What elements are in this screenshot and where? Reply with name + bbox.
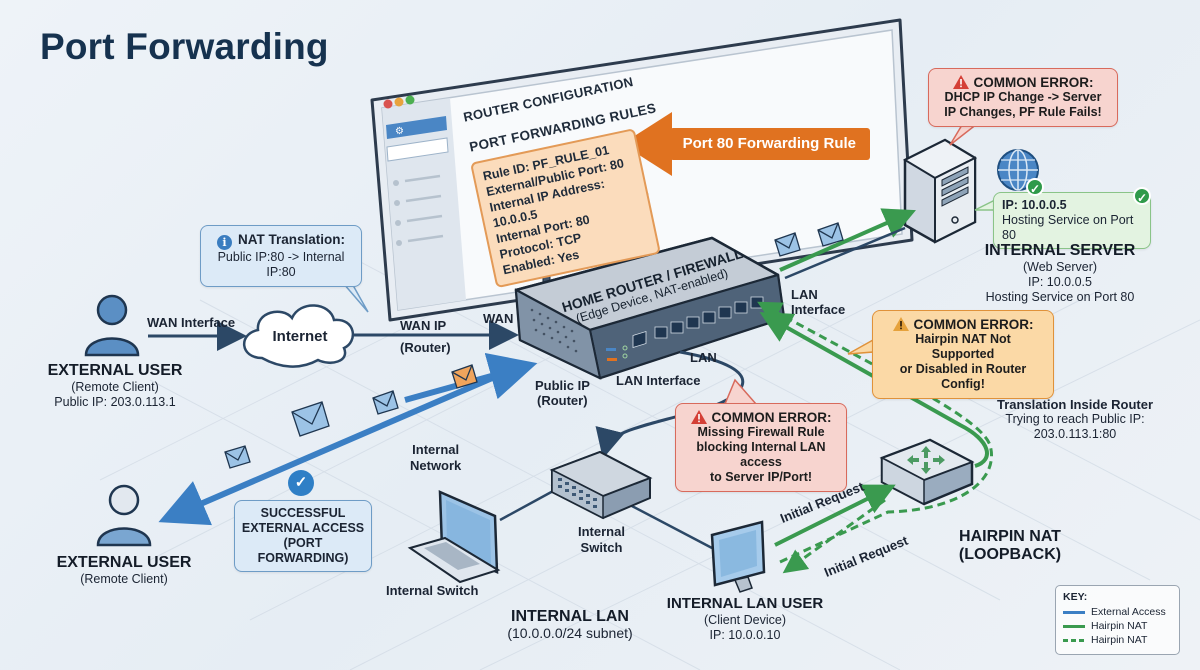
lan-interface-label: LAN Interface: [616, 373, 701, 388]
successful-access-callout: SUCCESSFUL EXTERNAL ACCESS (PORT FORWARD…: [234, 500, 372, 572]
lan-user-label: INTERNAL LAN USER (Client Device) IP: 10…: [666, 595, 824, 642]
initial-request-return-arrow: [782, 498, 886, 574]
info-icon: i: [216, 235, 232, 250]
warning-icon: [952, 75, 969, 89]
internal-switch[interactable]: [549, 450, 653, 520]
hairpin-error-callout: COMMON ERROR: Hairpin NAT Not Supported …: [872, 310, 1054, 399]
legend-item-external-access: External Access: [1063, 605, 1172, 619]
home-router[interactable]: [514, 236, 786, 380]
wan-interface-label: WAN Interface: [147, 315, 236, 330]
legend-item-hairpin-dashed: Hairpin NAT: [1063, 633, 1172, 647]
internal-network-label: Internal Network: [410, 442, 462, 473]
hairpin-server-link: [779, 208, 916, 272]
hairpin-dashed-loop: [757, 301, 993, 564]
legend-swatch: [1063, 624, 1085, 628]
window-close-button[interactable]: [383, 99, 393, 109]
external-user-top-label: EXTERNAL USER (Remote Client) Public IP:…: [47, 362, 183, 409]
dhcp-error-callout: COMMON ERROR: DHCP IP Change -> Server I…: [928, 68, 1118, 127]
lan-server-wire: [784, 226, 906, 280]
hairpin-return-path: [759, 312, 989, 468]
hairpin-nat-label: HAIRPIN NAT (LOOPBACK): [958, 528, 1062, 563]
external-user-top-avatar: [84, 294, 140, 357]
external-user-bottom-avatar: [96, 484, 152, 547]
internal-switch-label: Internal Switch: [578, 524, 625, 555]
lan-interface-right-label: LAN Interface: [791, 287, 846, 317]
internal-server[interactable]: [902, 138, 978, 244]
lan-label: LAN: [690, 350, 717, 365]
internal-lan-label: INTERNAL LAN (10.0.0.0/24 subnet): [507, 608, 633, 641]
lan-user-computer[interactable]: [710, 520, 766, 593]
legend-swatch: [1063, 610, 1085, 614]
internal-server-label: INTERNAL SERVER (Web Server) IP: 10.0.0.…: [984, 242, 1136, 304]
public-ip-label: Public IP: [535, 378, 590, 393]
warning-icon: [690, 410, 707, 424]
laptop[interactable]: [407, 490, 501, 584]
port-forwarding-arrow-head: [622, 112, 672, 176]
window-minimize-button[interactable]: [394, 97, 404, 107]
page-title: Port Forwarding: [40, 26, 329, 67]
hairpin-nat-device[interactable]: [879, 438, 975, 506]
external-access-arrow: [158, 363, 522, 526]
legend-key: KEY: External Access Hairpin NAT Hairpin…: [1055, 585, 1180, 655]
translation-inside-router-label: Translation Inside Router Trying to reac…: [996, 397, 1154, 441]
wan-label: WAN: [483, 311, 514, 326]
switch-laptop-link: [499, 488, 556, 522]
wan-ip-label: WAN IP: [400, 318, 447, 333]
internet-cloud: [242, 304, 355, 368]
packet-envelope-icons: [224, 222, 844, 469]
port-80-forwarding-rule-label: Port 80 Forwarding Rule: [670, 128, 870, 160]
firewall-callout-tail: [723, 378, 758, 405]
legend-swatch: [1063, 638, 1085, 642]
wan-ip-router-label: (Router): [400, 340, 451, 355]
legend-item-hairpin-solid: Hairpin NAT: [1063, 619, 1172, 633]
check-badge-icon: ✓: [1026, 178, 1044, 196]
hairpin-callout-tail: [847, 338, 874, 355]
server-callout-tail: [974, 198, 996, 211]
laptop-label: Internal Switch: [386, 583, 479, 598]
public-ip-router-label: (Router): [537, 393, 588, 408]
check-badge-icon: ✓: [1133, 187, 1151, 205]
initial-request-arrow: [774, 484, 896, 547]
server-status-callout: IP: 10.0.0.5 Hosting Service on Port 80: [993, 192, 1151, 249]
warning-icon: [892, 317, 909, 331]
external-user-bottom-label: EXTERNAL USER (Remote Client): [56, 554, 192, 586]
sidebar-item-grid[interactable]: [386, 137, 449, 162]
window-maximize-button[interactable]: [405, 95, 415, 105]
sidebar-item-settings[interactable]: [386, 116, 447, 139]
success-check-icon: ✓: [288, 470, 314, 496]
switch-user-link: [629, 503, 713, 550]
firewall-error-callout: COMMON ERROR: Missing Firewall Rule bloc…: [675, 403, 847, 492]
internet-label: Internet: [272, 328, 328, 345]
gear-icon: ⚙: [395, 126, 404, 137]
